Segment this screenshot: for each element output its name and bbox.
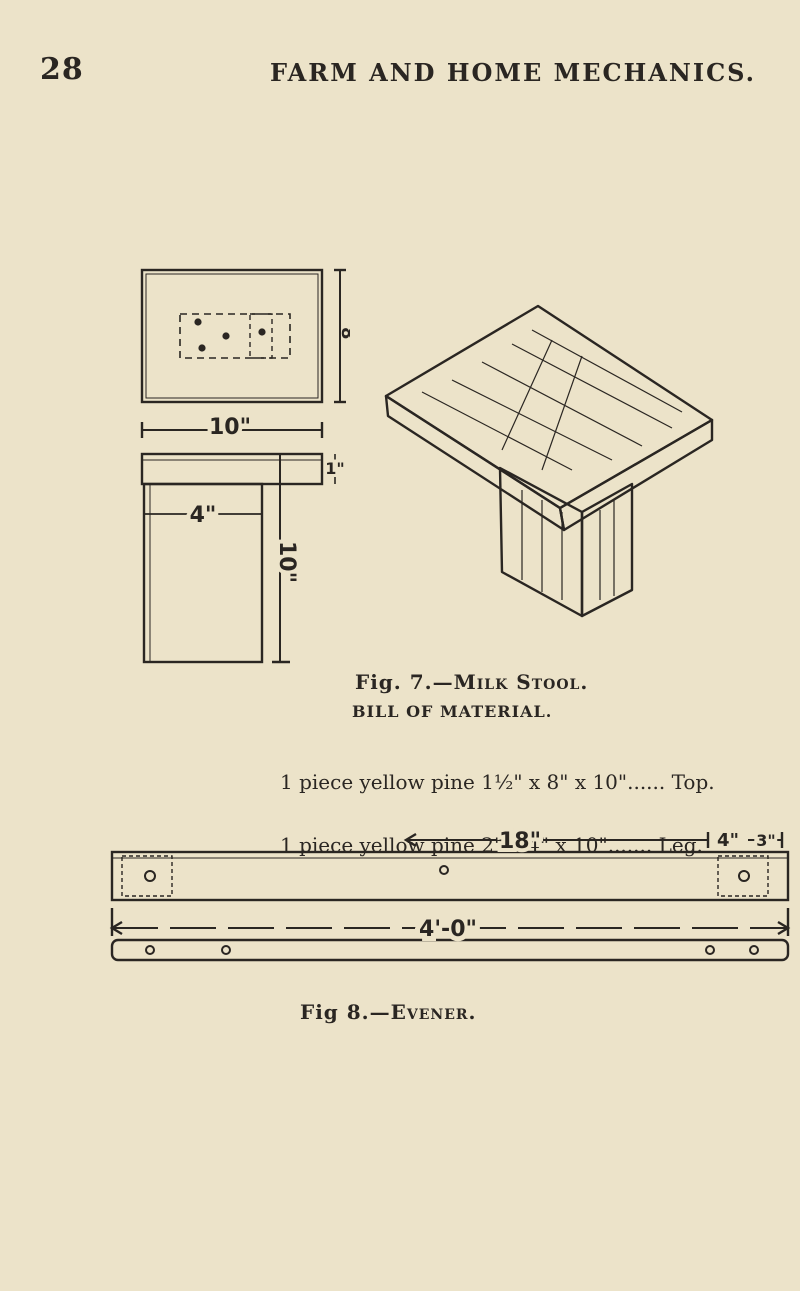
dim-top-width: 10": [209, 415, 251, 440]
running-title: FARM AND HOME MECHANICS.: [270, 58, 756, 87]
figure-8-caption: Fig 8.—Evener.: [300, 1000, 476, 1024]
bom-item: 1 piece yellow pine 1½" x 8" x 10"......: [280, 770, 666, 794]
dim-top-thickness: 1": [325, 459, 344, 478]
figure-8-caption-prefix: Fig 8.—: [300, 1000, 391, 1024]
figure-8-caption-title: Evener.: [390, 1000, 477, 1024]
bom-row: 1 piece yellow pine 1½" x 8" x 10"......…: [280, 772, 715, 793]
bill-of-material-title: BILL OF MATERIAL.: [352, 702, 553, 721]
figure-7-caption-title: Milk Stool.: [453, 670, 589, 694]
page-number: 28: [40, 52, 84, 87]
page-header: 28 FARM AND HOME MECHANICS.: [40, 52, 760, 92]
dim-end-offset: 3": [756, 831, 775, 850]
dim-total-length: 4'-0": [419, 917, 477, 942]
dim-section-length: 18": [499, 829, 541, 854]
dim-end-length: 4": [717, 830, 739, 851]
evener-drawing: 18" 4" 3" 4'-0": [109, 825, 791, 962]
dim-leg-height: 10": [274, 541, 299, 583]
bom-use: Top.: [671, 770, 715, 794]
dim-top-depth: 8": [337, 327, 350, 349]
milk-stool-orthographic-drawing: 8" 10" 4" 10" 1": [140, 268, 350, 664]
dim-leg-width: 4": [190, 503, 217, 528]
milk-stool-perspective-drawing: [384, 304, 714, 618]
bill-of-material-table: 1 piece yellow pine 1½" x 8" x 10"......…: [280, 730, 715, 898]
figure-7-caption: Fig. 7.—Milk Stool.: [355, 670, 588, 694]
figure-7-caption-prefix: Fig. 7.—: [355, 670, 454, 694]
